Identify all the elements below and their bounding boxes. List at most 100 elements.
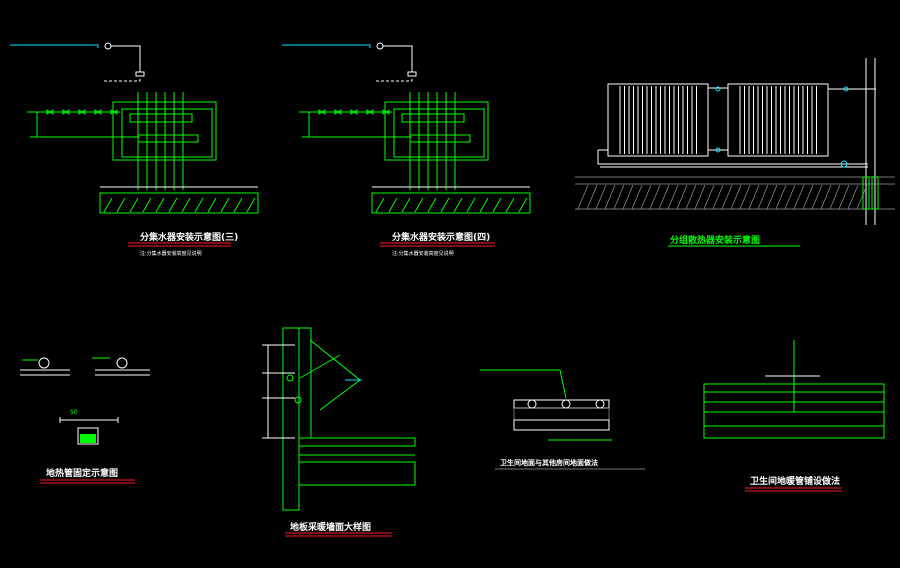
hatch-line [748, 184, 760, 210]
cad-line [375, 197, 385, 213]
cad-line [27, 111, 140, 138]
valve-icon [78, 109, 86, 115]
cad-line [282, 44, 371, 48]
cad-line [181, 197, 191, 213]
cad-line [233, 197, 243, 213]
hatch-line [730, 184, 742, 210]
hatch-line [775, 184, 787, 210]
cad-line [207, 197, 217, 213]
cad-line [427, 197, 437, 213]
manifold-supply [401, 113, 465, 123]
detail-1-title: 分集水器安装示意图(三) [140, 231, 238, 243]
cad-line [104, 77, 141, 82]
cad-line [393, 108, 485, 158]
cad-line [142, 197, 152, 213]
pipe-fixing-detail: 50 [20, 357, 150, 445]
hatch-line [667, 184, 679, 210]
cad-line [388, 197, 398, 213]
hatch-line [640, 184, 652, 210]
valve-icon [350, 109, 358, 115]
hatch-line [694, 184, 706, 210]
hatch-line [757, 184, 769, 210]
hatch-line [739, 184, 751, 210]
hatch-line [721, 184, 733, 210]
cad-line [453, 197, 463, 213]
cad-line [376, 77, 413, 82]
hatch-line [856, 184, 868, 210]
cad-line [407, 71, 417, 77]
hatch-line [658, 184, 670, 210]
hatch-line [595, 184, 607, 210]
manifold-detail-2 [282, 42, 531, 214]
bathroom-detail-title: 卫生间地暖管铺设做法 [750, 475, 840, 487]
manifold-supply [129, 113, 193, 123]
gauge-icon [376, 42, 384, 50]
bathroom-detail [703, 340, 885, 439]
hatch-line [802, 184, 814, 210]
cad-line [246, 197, 256, 213]
cad-line [440, 197, 450, 213]
hatch-line [793, 184, 805, 210]
dim-label: 50 [70, 409, 78, 416]
cad-line [194, 197, 204, 213]
detail-2-title: 分集水器安装示意图(四) [392, 231, 490, 243]
hatch-line [586, 184, 598, 210]
valve-icon [334, 109, 342, 115]
cad-line [401, 197, 411, 213]
floor-section-detail [480, 369, 612, 441]
floor-layer [371, 192, 531, 214]
hatch-line [604, 184, 616, 210]
gauge-icon [104, 42, 112, 50]
hatch-line [622, 184, 634, 210]
hatch-line [811, 184, 823, 210]
hatch-line [649, 184, 661, 210]
hatch-line [703, 184, 715, 210]
manifold-detail-1 [10, 42, 259, 214]
hatch-line [838, 184, 850, 210]
floor-section-title: 卫生间地面与其他房间地面做法 [500, 458, 598, 467]
cad-line [220, 197, 230, 213]
valve-icon [382, 109, 390, 115]
hatch-line [712, 184, 724, 210]
cad-line [135, 71, 145, 77]
cad-line [505, 197, 515, 213]
hatch-line [631, 184, 643, 210]
valve-icon [46, 109, 54, 115]
valve-icon [366, 109, 374, 115]
radiator-detail [575, 58, 895, 225]
valve-icon [110, 109, 118, 115]
cad-line [492, 197, 502, 213]
hatch-line [847, 184, 859, 210]
cad-line [466, 197, 476, 213]
floor-layer [99, 192, 259, 214]
hatch-line [829, 184, 841, 210]
valve-icon [62, 109, 70, 115]
hatch-line [685, 184, 697, 210]
hatch-line [784, 184, 796, 210]
radiator-detail-title: 分组散热器安装示意图 [670, 234, 760, 246]
wall-section-title: 地板采暖墙面大样图 [290, 521, 371, 533]
hatch-line [577, 184, 589, 210]
detail-1-note: 注:分集水器安装高度见说明 [140, 250, 202, 257]
hatch-line [820, 184, 832, 210]
cad-line [121, 108, 213, 158]
hatch-line [766, 184, 778, 210]
cad-line [103, 197, 113, 213]
wall-section-detail [262, 327, 416, 511]
valve-icon [318, 109, 326, 115]
cad-line [10, 44, 99, 48]
cad-line [518, 197, 528, 213]
cad-line [155, 197, 165, 213]
cad-line [116, 197, 126, 213]
pipe-fixing-title: 地热管固定示意图 [46, 467, 118, 479]
cad-line [129, 197, 139, 213]
cad-line [299, 111, 412, 138]
cad-line [414, 197, 424, 213]
hatch-line [676, 184, 688, 210]
cad-line [111, 45, 141, 72]
valve-icon [94, 109, 102, 115]
hatch-line [613, 184, 625, 210]
cad-line [479, 197, 489, 213]
detail-2-note: 注:分集水器安装高度见说明 [392, 250, 454, 257]
